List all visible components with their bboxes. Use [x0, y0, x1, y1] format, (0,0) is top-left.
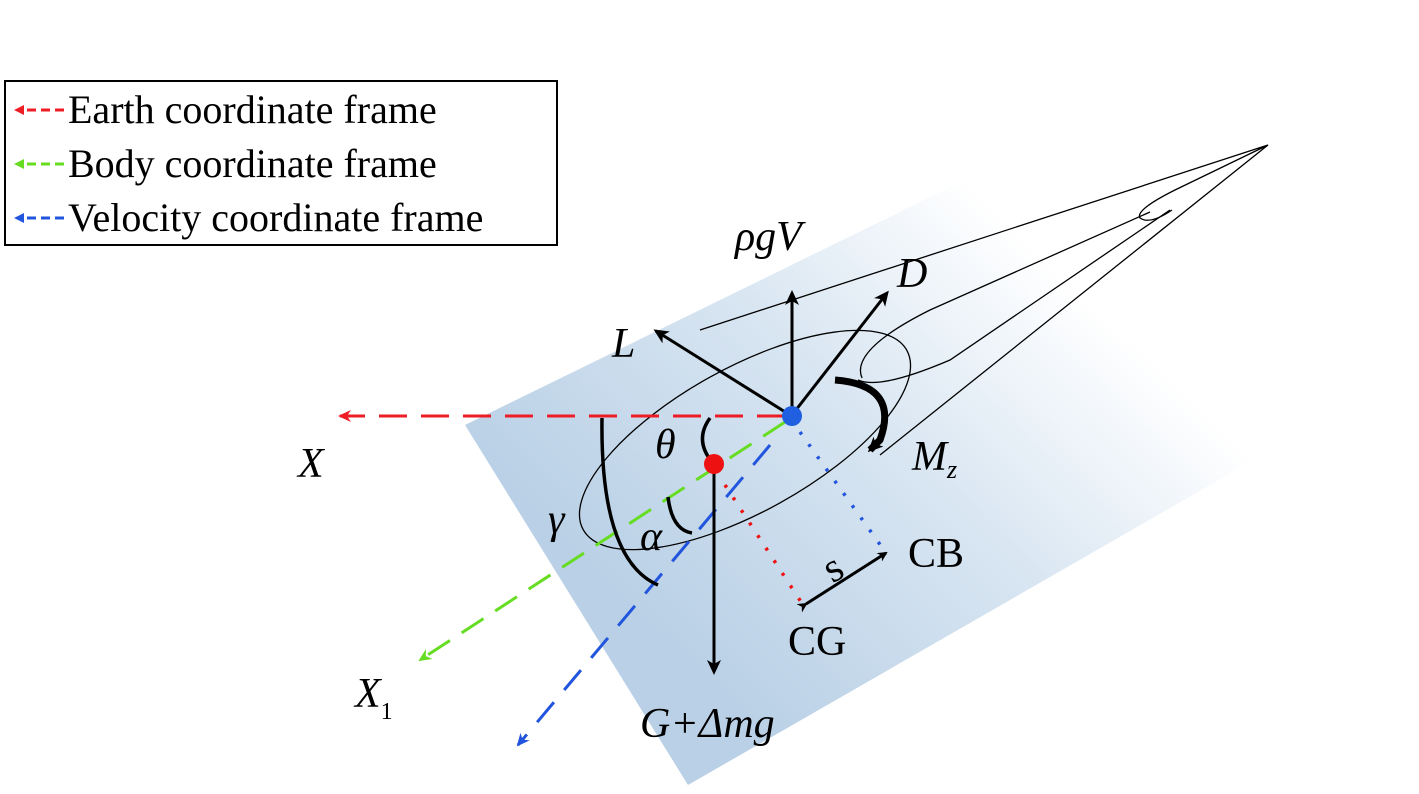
- x1-axis-label: X1: [353, 671, 393, 725]
- gamma-label: γ: [548, 497, 566, 543]
- blue-dashed-arrow-icon: [14, 213, 64, 223]
- legend-item-earth: Earth coordinate frame: [14, 84, 437, 136]
- alpha-arc: [666, 496, 693, 535]
- velocity-axis: [516, 444, 772, 747]
- moment-label: Mz: [911, 434, 957, 484]
- gamma-arc: [600, 417, 659, 587]
- cg-label: CG: [788, 619, 846, 665]
- s-distance-arrow: [796, 551, 888, 613]
- drag-label: D: [896, 251, 927, 297]
- vehicle-body-outline: [578, 329, 912, 551]
- red-dashed-arrow-icon: [14, 105, 64, 115]
- alpha-label: α: [640, 514, 663, 560]
- green-dashed-arrow-icon: [14, 159, 64, 169]
- body-axis: [418, 420, 786, 662]
- drag-arrow: [790, 290, 889, 416]
- buoyancy-label: ρgV: [733, 214, 806, 260]
- background-panel: [465, 5, 1419, 785]
- legend-label: Velocity coordinate frame: [68, 195, 484, 240]
- lift-label: L: [611, 321, 635, 367]
- lift-arrow: [653, 329, 791, 417]
- cb-dot: [782, 406, 802, 426]
- x-axis-label: X: [296, 441, 326, 487]
- legend: Earth coordinate frame Body coordinate f…: [4, 80, 558, 246]
- gravity-label: G+Δmg: [640, 701, 775, 747]
- cg-dot: [704, 454, 724, 474]
- legend-label: Earth coordinate frame: [68, 87, 437, 132]
- legend-label: Body coordinate frame: [68, 141, 437, 186]
- legend-item-velocity: Velocity coordinate frame: [14, 192, 483, 244]
- legend-item-body: Body coordinate frame: [14, 138, 437, 190]
- fin-outline: [857, 209, 1171, 384]
- cb-label: CB: [908, 531, 964, 577]
- moment-arrow: [834, 376, 889, 453]
- theta-label: θ: [655, 422, 676, 468]
